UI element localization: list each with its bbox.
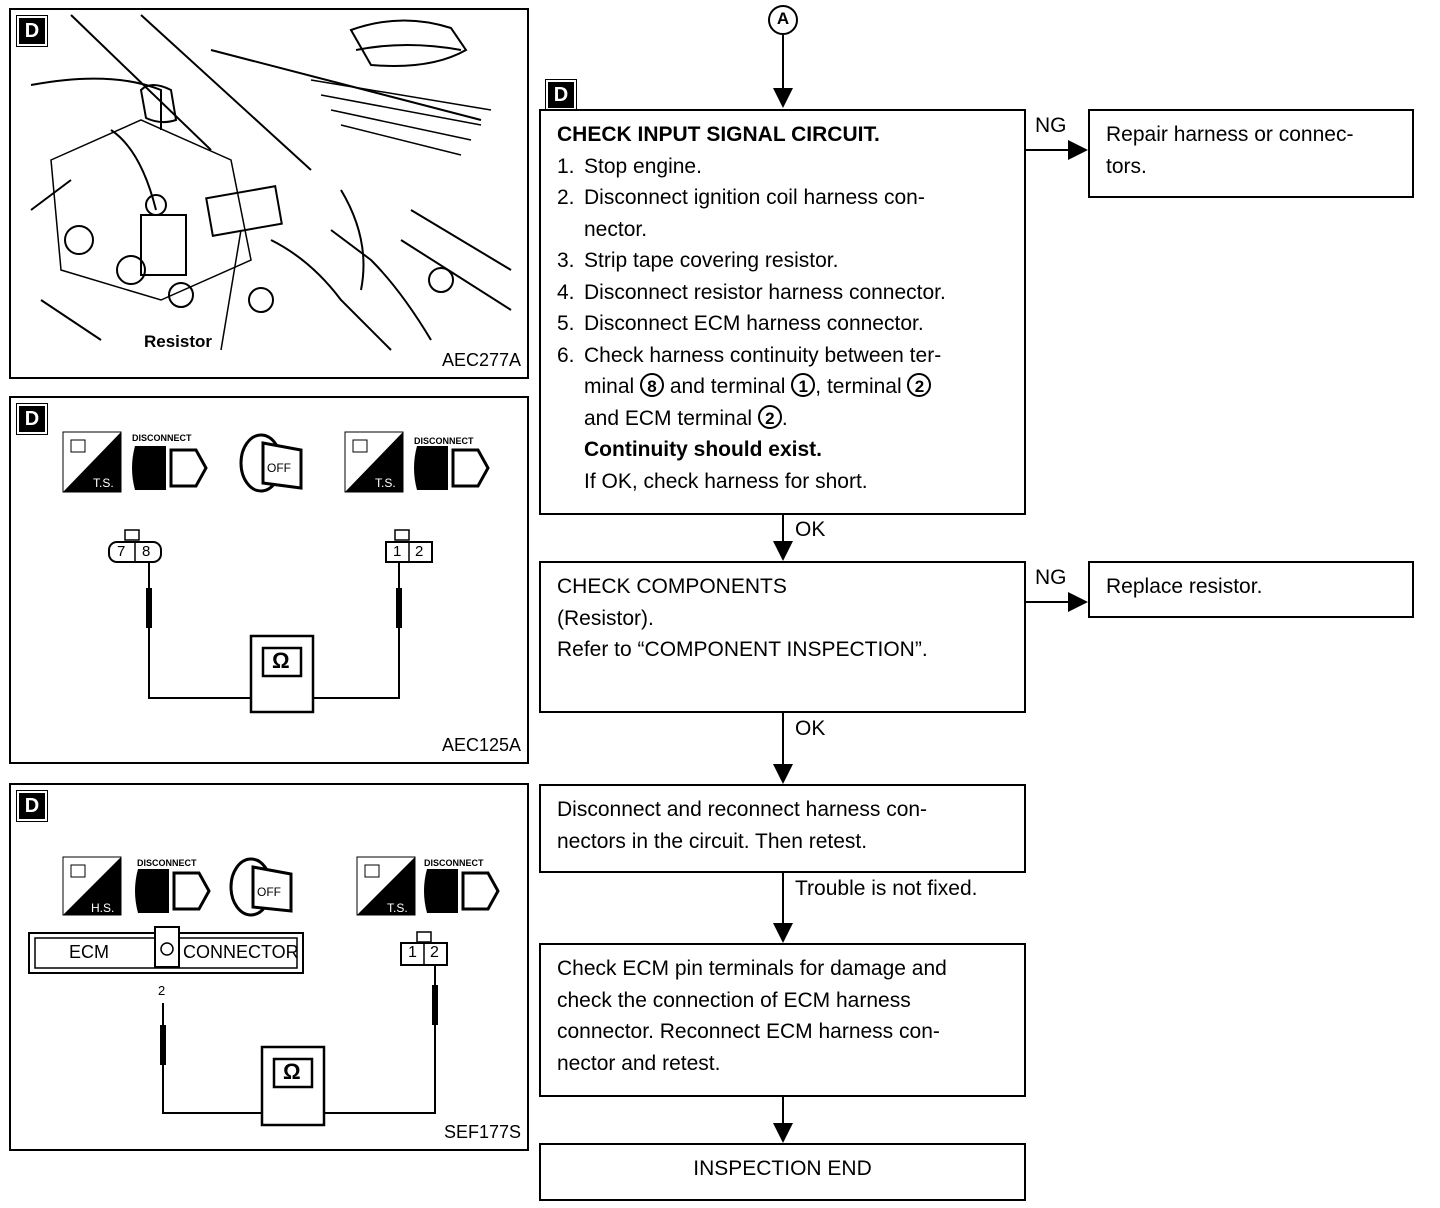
icon-disconnect-label: DISCONNECT [132,433,192,443]
step4-line: nector and retest. [557,1051,721,1075]
list-item: nector. [584,217,648,241]
repair-line: Repair harness or connec- [1106,123,1354,146]
replace-text: Replace resistor. [1106,575,1263,598]
key-off-icon [239,433,303,493]
icon-ts-label-2: T.S. [375,476,396,490]
step-check-ecm: Check ECM pin terminals for damage and c… [539,943,1026,1097]
step2-line: Refer to “COMPONENT INSPECTION”. [557,638,928,661]
icon-off-label: OFF [267,461,291,475]
disconnect-icon-2 [414,446,490,490]
list-item: and ECM terminal 2. [584,404,788,430]
panel-continuity-check: D [9,396,529,764]
conn-right-pin-1: 1 [408,944,417,961]
list-item: 1.Stop engine. [557,154,702,178]
step-check-input-signal: CHECK INPUT SIGNAL CIRCUIT. 1.Stop engin… [539,109,1026,515]
list-item: 6.Check harness continuity between ter- [557,343,942,367]
panel1-fig-id: AEC277A [441,350,521,370]
replace-box: Replace resistor. [1088,561,1414,618]
step2-line: CHECK COMPONENTS [557,575,787,598]
panel3-tag: D [16,790,48,822]
conn-left-pin-7: 7 [117,543,126,560]
key-off-icon [229,857,293,917]
ecm-pin-label: 2 [158,983,166,998]
list-item: 4.Disconnect resistor harness connector. [557,280,946,304]
step4-line: check the connection of ECM harness [557,988,911,1012]
test-socket-icon-2 [344,431,404,493]
panel3-fig-id: SEF177S [443,1122,521,1142]
trouble-label: Trouble is not fixed. [795,877,978,900]
panel2-tag: D [16,403,48,435]
ok1-label: OK [795,518,826,541]
list-item: 5.Disconnect ECM harness connector. [557,312,924,335]
terminal-circle: 2 [907,373,932,397]
step4-line: connector. Reconnect ECM harness con- [557,1020,940,1043]
icon-ts-label: T.S. [93,476,114,490]
step-reconnect: Disconnect and reconnect harness con- ne… [539,784,1026,873]
conn-left-pin-8: 8 [142,543,151,560]
terminal-circle: 2 [757,404,782,429]
ng2-label: NG [1035,566,1067,589]
conn-right-pin-2: 2 [430,944,439,961]
panel-ecm-check: D [9,783,529,1151]
list-item: If OK, check harness for short. [584,469,868,493]
disconnect-icon [135,869,211,913]
flow-tag: D [545,79,577,111]
disconnect-icon-2 [424,869,500,913]
terminal-circle: 1 [791,373,816,397]
inspection-end: INSPECTION END [539,1143,1026,1201]
list-item: 2.Disconnect ignition coil harness con- [557,186,925,209]
ohm-symbol: Ω [283,1059,301,1084]
panel2-drawing [62,431,490,714]
icon-off-label: OFF [257,885,281,899]
step3-line: nectors in the circuit. Then retest. [557,829,868,853]
repair-line: tors. [1106,154,1147,178]
test-socket-icon [62,431,122,493]
panel2-fig-id: AEC125A [441,735,521,755]
step1-list: 1.Stop engine. 2.Disconnect ignition coi… [557,151,1008,498]
repair-box: Repair harness or connec- tors. [1088,109,1414,198]
step3-line: Disconnect and reconnect harness con- [557,798,928,821]
list-item: minal 8 and terminal 1, terminal 2 [557,371,1008,403]
harness-sensor-icon [62,856,122,916]
icon-hs-label: H.S. [91,901,115,915]
ecm-connector-label: CONNECTOR [183,942,299,962]
connector-a-label: A [776,9,790,28]
icon-disconnect-label: DISCONNECT [137,858,197,868]
step4-line: Check ECM pin terminals for damage and [557,957,947,980]
icon-disconnect-label-2: DISCONNECT [424,858,484,868]
panel3-drawing [28,856,500,1127]
ng1-label: NG [1035,114,1067,137]
disconnect-icon [132,446,208,490]
panel-engine-illustration: D Resistor AEC277A [9,8,529,379]
step1-title: CHECK INPUT SIGNAL CIRCUIT. [557,123,880,146]
engine-drawing [30,14,512,351]
ok2-label: OK [795,717,826,740]
list-item: 3.Strip tape covering resistor. [557,249,839,272]
panel1-tag: D [16,15,48,47]
conn-right-pin-2: 2 [415,543,424,560]
resistor-label: Resistor [144,332,213,351]
icon-ts-label: T.S. [387,901,408,915]
end-text: INSPECTION END [693,1157,872,1180]
test-socket-icon [356,856,416,916]
ohm-symbol: Ω [272,648,290,673]
conn-right-pin-1: 1 [393,543,402,560]
ecm-label: ECM [69,942,109,962]
step2-line: (Resistor). [557,606,654,630]
icon-disconnect-label-2: DISCONNECT [414,436,474,446]
list-item: Continuity should exist. [584,438,823,461]
step-check-components: CHECK COMPONENTS (Resistor). Refer to “C… [539,561,1026,713]
terminal-circle: 8 [640,373,665,397]
